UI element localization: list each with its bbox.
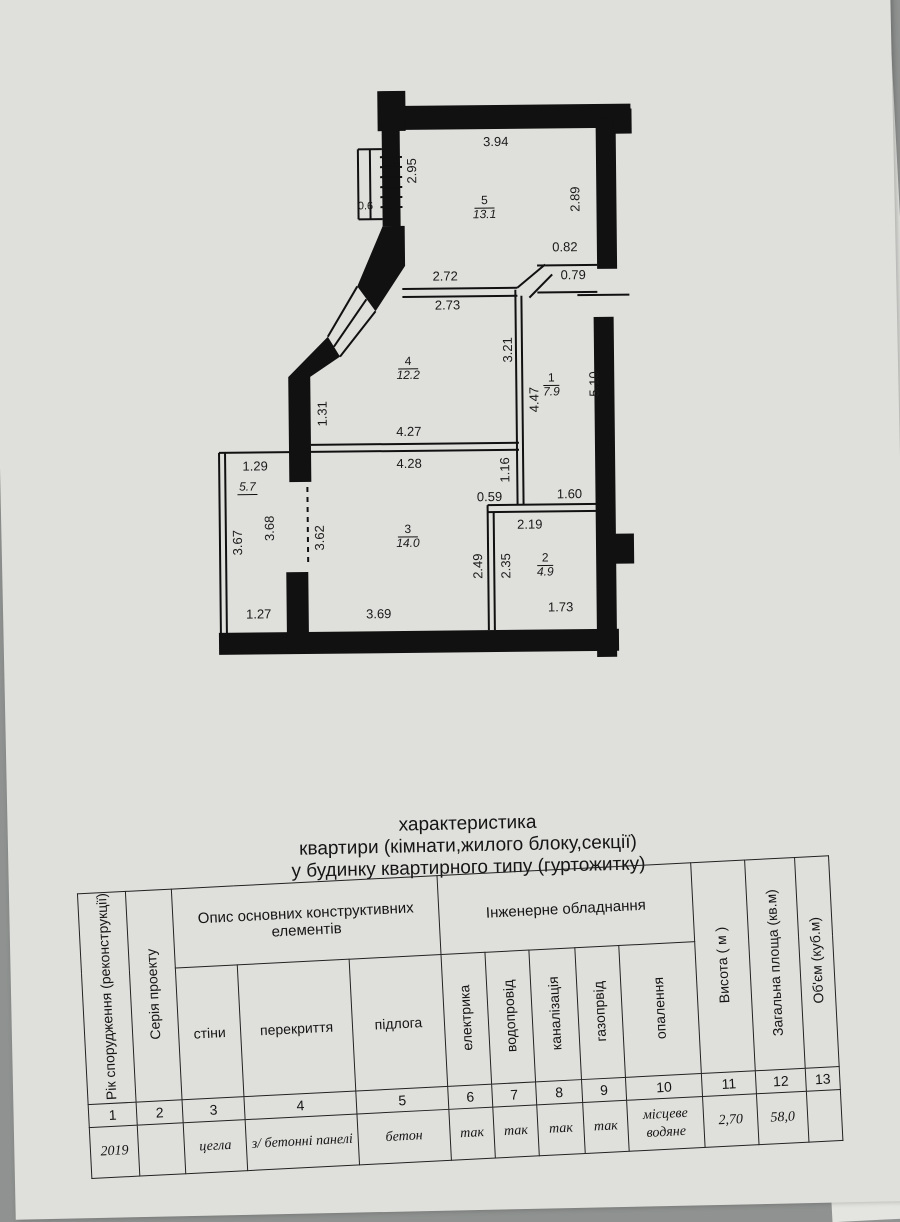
balcony-area: 5.7 <box>239 479 257 493</box>
dim-label: 2.49 <box>470 553 485 578</box>
header-gas: газопрвід <box>575 946 626 1080</box>
dim-label: 3.94 <box>483 134 508 149</box>
dim-label: 2.95 <box>404 158 419 183</box>
room-5-number: 5 <box>481 193 488 207</box>
value-total-area: 58,0 <box>756 1091 809 1144</box>
dim-label: 3.69 <box>366 606 391 621</box>
column-number: 2 <box>136 1100 183 1125</box>
dim-label: 2.73 <box>435 297 460 312</box>
dim-label: 3.68 <box>262 516 277 541</box>
column-number: 9 <box>582 1078 627 1103</box>
room-2-area: 4.9 <box>537 564 554 578</box>
column-number: 1 <box>88 1102 137 1127</box>
dim-label: 1.29 <box>242 458 267 473</box>
dim-label: 1.27 <box>246 606 271 621</box>
header-construct-group: Опис основних конструктивних елементів <box>171 876 441 969</box>
dim-label: 1.31 <box>314 401 329 426</box>
dim-label: 0.82 <box>552 239 577 254</box>
characteristics-table: Рік спорудження (реконструкції) Серія пр… <box>77 855 844 1179</box>
dim-label: 4.27 <box>396 424 421 439</box>
dim-label: 4.28 <box>396 456 421 471</box>
room-5-area: 13.1 <box>473 207 497 221</box>
floor-plan: 5 13.1 4 12.2 1 7.9 3 14.0 2 4.9 5.7 <box>0 0 900 710</box>
room-1-number: 1 <box>548 370 555 384</box>
dim-label: 2.19 <box>517 517 542 532</box>
value-sewer: так <box>537 1103 586 1156</box>
column-number: 11 <box>701 1071 756 1097</box>
value-gas: так <box>583 1100 630 1153</box>
value-floors-over: з/ бетонні панелі <box>245 1114 359 1171</box>
column-number: 13 <box>805 1067 840 1092</box>
column-number: 6 <box>448 1084 493 1109</box>
dim-label: 3.67 <box>230 530 245 555</box>
column-number: 8 <box>536 1080 583 1105</box>
header-electric: електрика <box>441 952 492 1086</box>
dim-label: 5.10 <box>586 371 601 396</box>
header-walls: стіни <box>175 965 244 1100</box>
value-volume <box>806 1090 843 1143</box>
dim-label: 2.89 <box>567 186 582 211</box>
header-water: водопровід <box>485 950 536 1084</box>
room-2-number: 2 <box>542 550 549 564</box>
value-heating: місцеве водяне <box>627 1097 705 1152</box>
room-3-area: 14.0 <box>396 536 420 550</box>
dim-label: 3.62 <box>312 525 327 550</box>
dim-label: 0.6 <box>358 200 373 212</box>
value-floor: бетон <box>357 1109 451 1165</box>
dim-label: 0.79 <box>560 267 585 282</box>
column-number: 7 <box>492 1082 537 1107</box>
column-number: 3 <box>182 1097 245 1123</box>
room-1-area: 7.9 <box>543 384 560 398</box>
header-floors-over: перекриття <box>237 959 356 1096</box>
dim-label: 3.21 <box>500 337 515 362</box>
value-water: так <box>493 1105 540 1158</box>
partitions <box>216 147 633 638</box>
header-engineering-group: Інженерне обладнання <box>437 863 695 955</box>
dim-label: 2.72 <box>432 268 457 283</box>
value-walls: цегла <box>183 1120 248 1174</box>
header-floor: підлога <box>349 955 448 1091</box>
walls <box>213 89 637 661</box>
header-sewer: каналізація <box>529 948 582 1082</box>
dim-label: 1.16 <box>497 457 512 482</box>
header-heating: опалення <box>619 942 702 1078</box>
value-height: 2,70 <box>703 1094 760 1148</box>
dim-label: 4.47 <box>526 387 541 412</box>
room-4-area: 12.2 <box>396 368 420 382</box>
room-4-number: 4 <box>405 354 412 368</box>
dim-label: 0.59 <box>477 489 502 504</box>
value-year: 2019 <box>89 1125 140 1178</box>
value-electric: так <box>449 1107 496 1160</box>
dim-label: 1.60 <box>557 486 582 501</box>
value-series <box>137 1123 186 1176</box>
room-3-number: 3 <box>404 522 411 536</box>
column-number: 12 <box>755 1068 806 1094</box>
dim-label: 2.35 <box>498 553 513 578</box>
dim-label: 1.73 <box>548 599 573 614</box>
